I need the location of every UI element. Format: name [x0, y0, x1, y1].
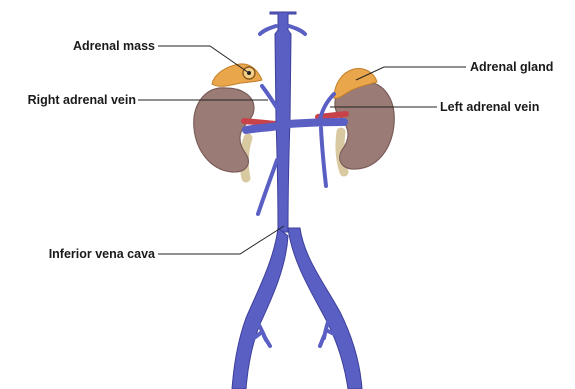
ivc-top-branch-left [260, 26, 276, 34]
inferior-vena-cava-leader [158, 226, 284, 254]
right-iliac-vein [232, 228, 288, 389]
label-adrenal-gland: Adrenal gland [470, 60, 553, 74]
label-inferior-vena-cava: Inferior vena cava [49, 247, 156, 261]
ivc-top-branch-right [289, 26, 305, 34]
right-gonadal-vein [258, 160, 277, 214]
left-renal-vein [288, 122, 344, 124]
right-adrenal-vein [262, 86, 277, 108]
leader-lines [138, 46, 466, 254]
label-adrenal-mass: Adrenal mass [73, 39, 155, 53]
right-renal-vein [246, 126, 278, 130]
left-gonadal-vein [321, 128, 326, 186]
adrenal-mass-pointer-dot [247, 71, 251, 75]
ureters [244, 132, 344, 178]
label-left-adrenal-vein: Left adrenal vein [440, 100, 539, 114]
left-iliac-vein [288, 228, 362, 389]
right-adrenal-gland [212, 64, 262, 86]
label-right-adrenal-vein: Right adrenal vein [28, 93, 136, 107]
